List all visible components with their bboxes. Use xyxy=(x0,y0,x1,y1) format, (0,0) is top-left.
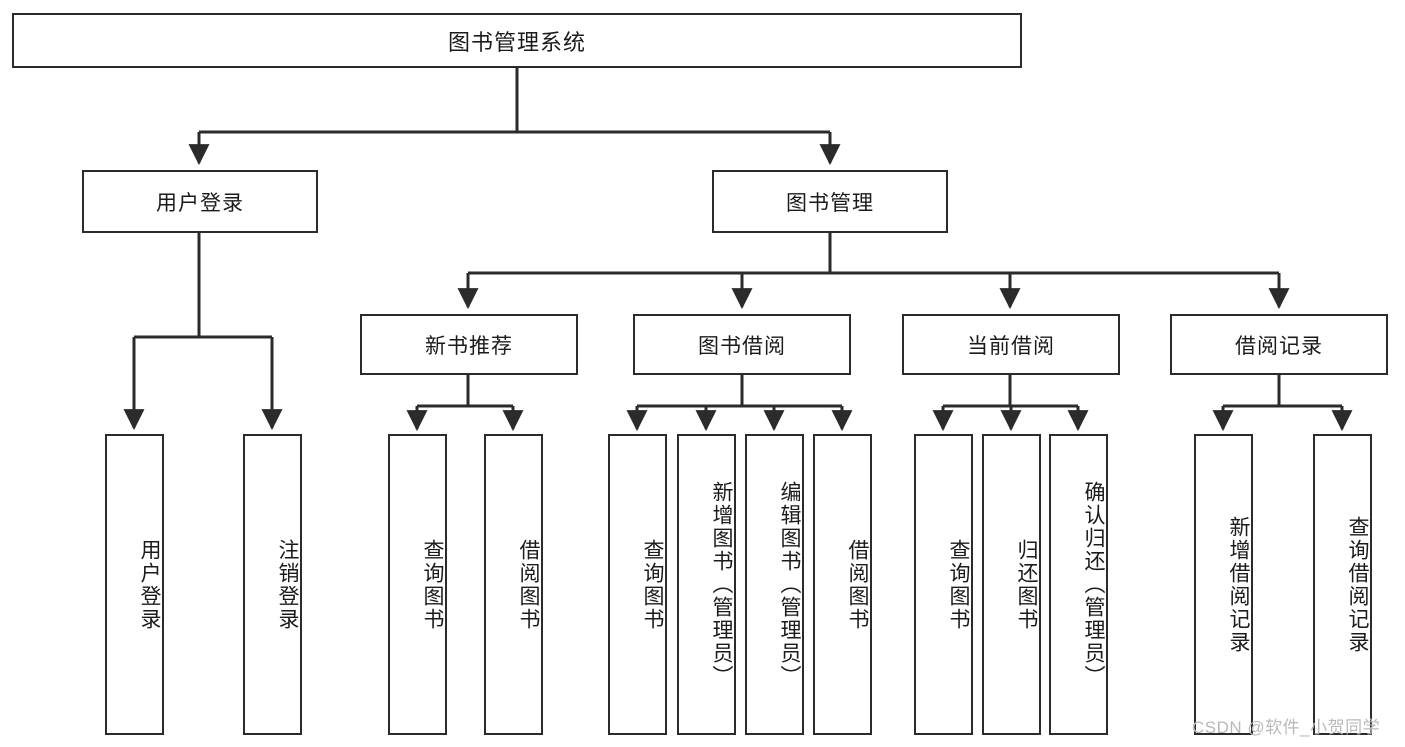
node-leaf-query-book-1-label: 查询图书 xyxy=(421,538,444,631)
node-book-management[interactable]: 图书管理 xyxy=(712,170,948,233)
node-leaf-query-book-2-label: 查询图书 xyxy=(641,538,664,631)
node-leaf-query-book-3[interactable]: 查询图书 xyxy=(914,434,973,735)
node-leaf-query-book-2[interactable]: 查询图书 xyxy=(608,434,667,735)
node-leaf-borrow-book-1-label: 借阅图书 xyxy=(517,538,540,631)
node-book-management-label: 图书管理 xyxy=(786,191,874,215)
node-current-borrow-label: 当前借阅 xyxy=(967,334,1055,358)
node-leaf-logout-label: 注销登录 xyxy=(276,538,299,631)
node-leaf-confirm-return-label: 确认归还（管理员） xyxy=(1082,481,1105,688)
node-leaf-edit-book-label: 编辑图书（管理员） xyxy=(778,481,801,688)
node-leaf-borrow-book-2-label: 借阅图书 xyxy=(846,538,869,631)
node-leaf-add-record-label: 新增借阅记录 xyxy=(1227,515,1250,654)
node-root-label: 图书管理系统 xyxy=(447,29,586,55)
node-book-borrow-label: 图书借阅 xyxy=(698,334,786,358)
node-leaf-return-book[interactable]: 归还图书 xyxy=(982,434,1041,735)
node-leaf-query-book-1[interactable]: 查询图书 xyxy=(388,434,447,735)
node-leaf-query-book-3-label: 查询图书 xyxy=(947,538,970,631)
node-leaf-query-record[interactable]: 查询借阅记录 xyxy=(1313,434,1372,735)
node-borrow-record[interactable]: 借阅记录 xyxy=(1170,314,1388,375)
node-new-book-recommend[interactable]: 新书推荐 xyxy=(360,314,578,375)
node-leaf-borrow-book-2[interactable]: 借阅图书 xyxy=(813,434,872,735)
node-leaf-edit-book[interactable]: 编辑图书（管理员） xyxy=(745,434,804,735)
node-leaf-add-book[interactable]: 新增图书（管理员） xyxy=(677,434,736,735)
node-user-login[interactable]: 用户登录 xyxy=(82,170,318,233)
node-leaf-return-book-label: 归还图书 xyxy=(1015,538,1038,631)
node-leaf-query-record-label: 查询借阅记录 xyxy=(1346,515,1369,654)
node-leaf-confirm-return[interactable]: 确认归还（管理员） xyxy=(1049,434,1108,735)
node-leaf-add-book-label: 新增图书（管理员） xyxy=(710,481,733,688)
node-new-book-recommend-label: 新书推荐 xyxy=(425,334,513,358)
node-leaf-logout[interactable]: 注销登录 xyxy=(243,434,302,735)
node-book-borrow[interactable]: 图书借阅 xyxy=(633,314,851,375)
node-leaf-add-record[interactable]: 新增借阅记录 xyxy=(1194,434,1253,735)
node-leaf-borrow-book-1[interactable]: 借阅图书 xyxy=(484,434,543,735)
node-user-login-label: 用户登录 xyxy=(156,191,244,215)
node-leaf-user-login[interactable]: 用户登录 xyxy=(105,434,164,735)
node-leaf-user-login-label: 用户登录 xyxy=(138,538,161,631)
node-root[interactable]: 图书管理系统 xyxy=(12,13,1022,68)
node-borrow-record-label: 借阅记录 xyxy=(1235,334,1323,358)
node-current-borrow[interactable]: 当前借阅 xyxy=(902,314,1120,375)
